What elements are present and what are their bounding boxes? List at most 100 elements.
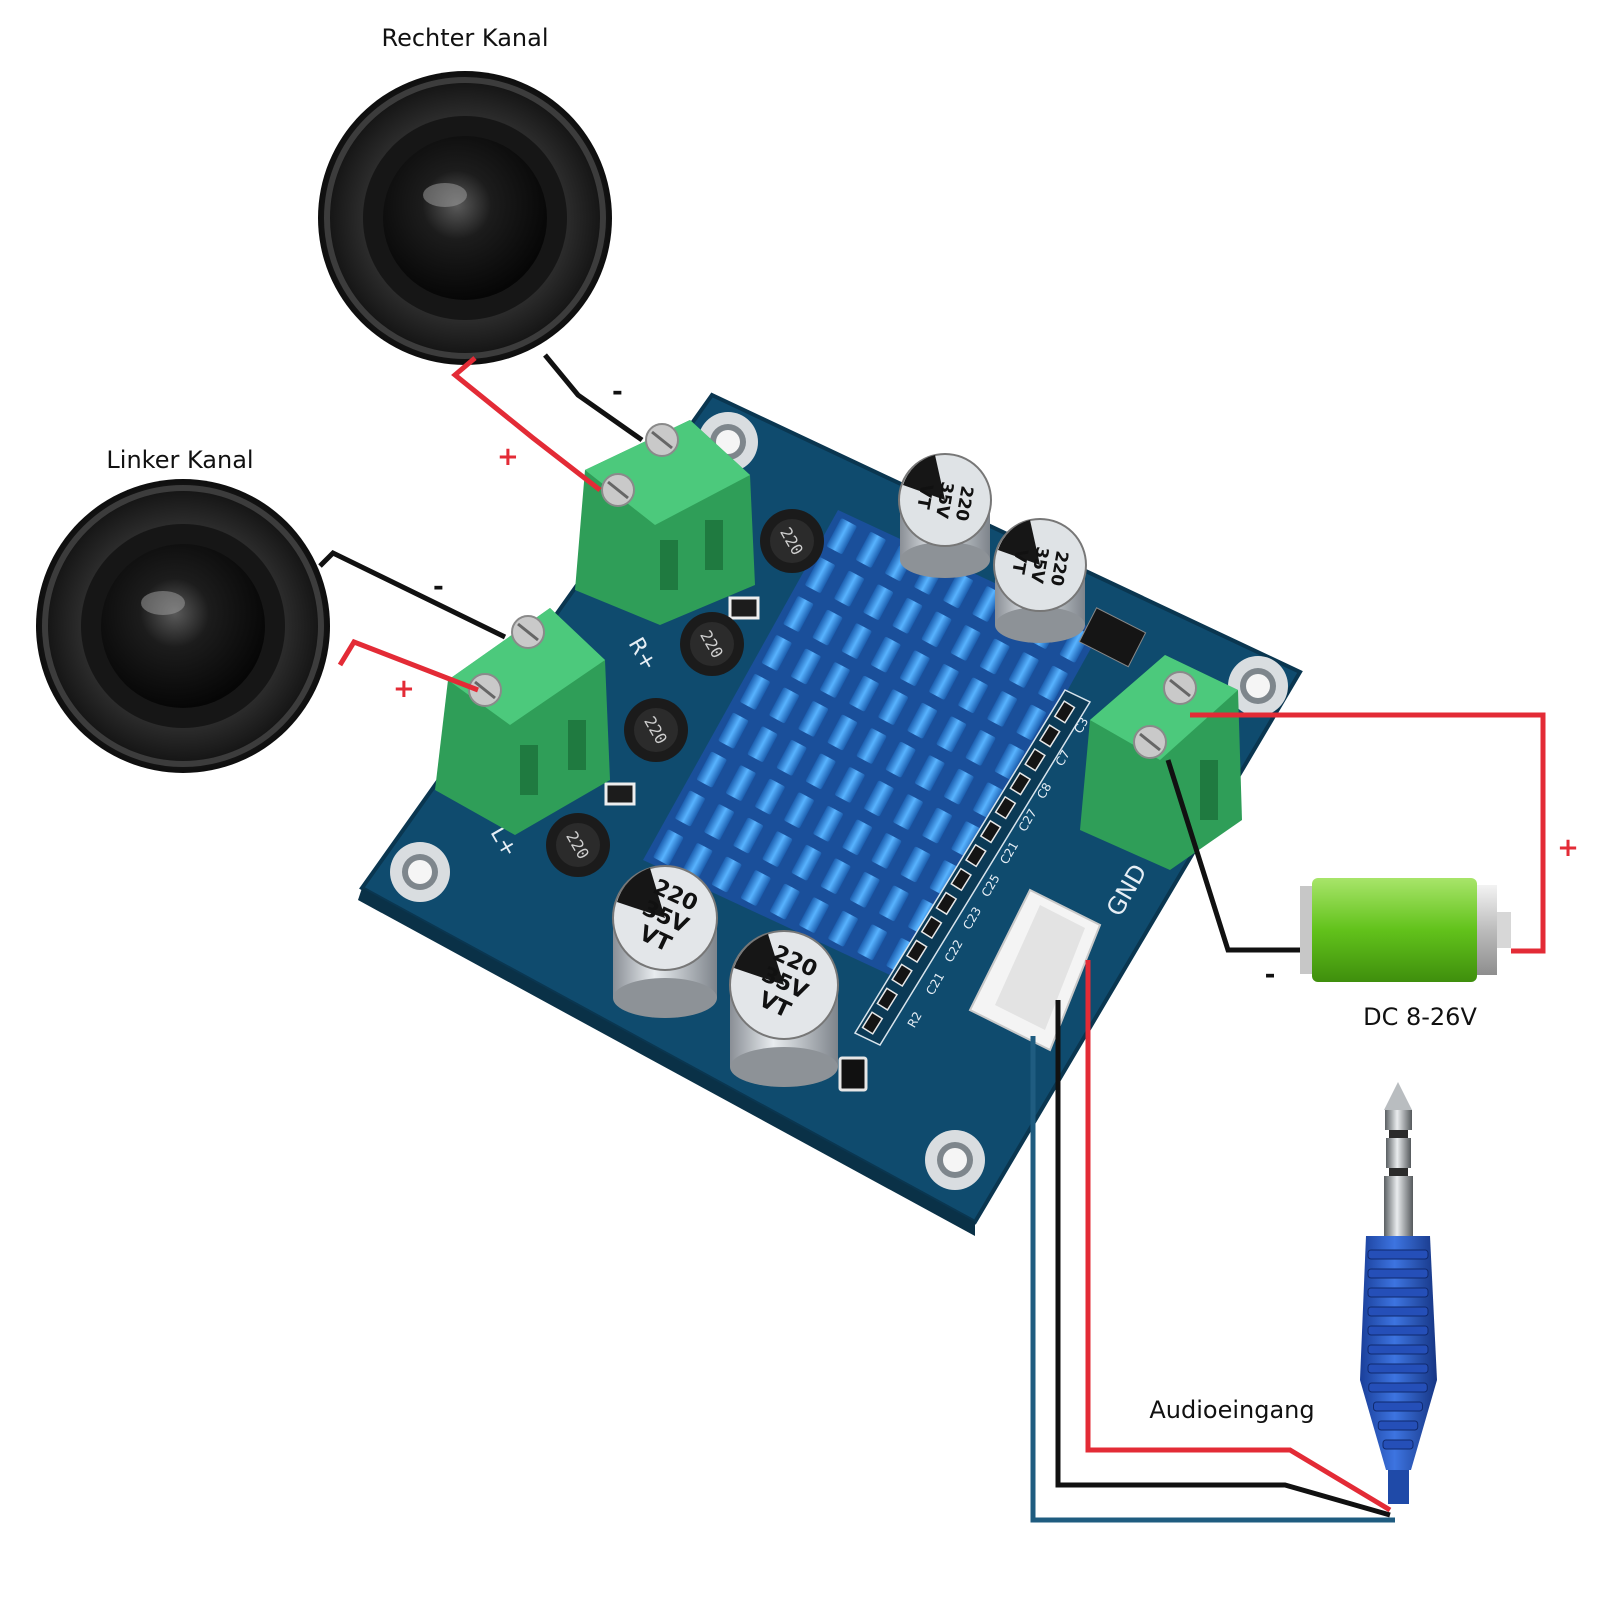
- pcb-edge: [358, 888, 975, 1236]
- jack-grip-rib: [1373, 1401, 1423, 1412]
- heatsink-fin: [863, 584, 894, 620]
- right-speaker: [318, 71, 612, 365]
- heatsink-fin: [849, 675, 879, 712]
- heatsink-fin: [783, 596, 814, 632]
- heatsink-fin: [943, 572, 973, 609]
- heatsink-fin: [908, 899, 938, 935]
- wires: [318, 353, 1546, 1523]
- audio-plus-wire: [1085, 960, 1392, 1513]
- heatsink-fin: [827, 714, 858, 751]
- smd-component: [994, 795, 1017, 820]
- heatsink-fin: [740, 870, 771, 906]
- svg-text:VT: VT: [912, 482, 936, 510]
- power-label: DC 8-26V: [1363, 1003, 1477, 1031]
- smd-component: [950, 867, 972, 892]
- audio-signal-wire: [1030, 1036, 1395, 1523]
- power-plus-wire: [1190, 712, 1546, 954]
- heatsink-fin: [711, 856, 742, 893]
- heatsink-fin: [755, 779, 785, 815]
- inductor: 220: [546, 813, 610, 877]
- power-terminal: [1080, 655, 1242, 870]
- heatsink-fin: [761, 635, 792, 671]
- heatsink-fin: [704, 804, 734, 840]
- smd-component: [905, 939, 928, 964]
- left-speaker-plus-wire: [337, 638, 479, 693]
- smd-diode: [728, 596, 760, 620]
- heatsink-fin: [820, 662, 850, 698]
- heatsink-fin: [857, 924, 887, 960]
- heatsink-fin: [718, 713, 749, 749]
- heatsink-fin: [762, 831, 793, 867]
- heatsink-fin: [791, 845, 822, 881]
- heatsink-fin: [834, 571, 864, 607]
- right-channel-label: Rechter Kanal: [381, 24, 548, 52]
- capacitor: 220 35V VT: [729, 930, 839, 1087]
- jack-grip-rib: [1367, 1344, 1429, 1355]
- speaker-icon: [318, 71, 612, 365]
- heatsink-fin: [826, 518, 857, 554]
- inductor: 220: [680, 612, 744, 676]
- heatsink-fin: [784, 792, 814, 828]
- jack-grip-rib: [1367, 1325, 1429, 1336]
- heatsink-fin: [776, 740, 807, 776]
- left-plus-sign: +: [393, 674, 415, 704]
- mount-hole: [390, 842, 450, 902]
- heatsink-fin: [805, 557, 835, 593]
- mount-hole: [1228, 656, 1288, 716]
- right-minus-sign: -: [612, 377, 623, 407]
- heatsink-fin: [740, 674, 770, 710]
- heatsink-fin: [798, 701, 829, 737]
- heatsink-fin: [907, 703, 938, 739]
- heatsink-fin: [951, 821, 982, 857]
- left-minus-sign: -: [433, 572, 444, 602]
- smd-label: C8: [1034, 780, 1054, 801]
- smd-label: R2: [905, 1009, 925, 1030]
- speaker-icon: [36, 479, 330, 773]
- heatsink-fin: [892, 598, 923, 634]
- heatsink-fin: [900, 846, 931, 883]
- heatsink-fin: [675, 790, 705, 827]
- power-minus-wire: [1165, 759, 1300, 953]
- heatsink-fin: [696, 751, 727, 788]
- heatsink-fin: [812, 609, 843, 646]
- smd-component: [935, 891, 958, 916]
- smd-component: [876, 987, 899, 1011]
- heatsink-fin: [885, 741, 916, 778]
- heatsink-fin: [820, 858, 851, 894]
- battery-icon: [1300, 878, 1511, 982]
- right-speaker-terminal: [575, 420, 755, 625]
- right-speaker-plus-wire: [451, 356, 602, 492]
- heatsink-fin: [747, 726, 778, 762]
- heatsink-fin: [870, 637, 901, 673]
- heatsink-fin: [835, 767, 865, 803]
- capacitor: 220 35V VT: [993, 518, 1087, 643]
- right-plus-sign: +: [497, 442, 519, 472]
- jack-grip-rib: [1367, 1268, 1429, 1279]
- ic-chip: [1078, 607, 1147, 668]
- heatsink-fin: [769, 687, 799, 723]
- capacitor: 220 35V VT: [898, 453, 992, 578]
- power-supply: [1300, 878, 1511, 982]
- heatsink-fin: [929, 860, 960, 896]
- heatsink-fin: [921, 611, 952, 647]
- heatsink-fin: [1016, 704, 1047, 741]
- audio-input-connector: [968, 888, 1102, 1052]
- smd-component: [861, 1011, 884, 1035]
- smd-label: C7: [1053, 748, 1073, 769]
- heatsink-fin: [682, 843, 713, 879]
- heatsink-fin: [871, 833, 902, 869]
- heatsink-fin: [979, 638, 1010, 675]
- left-speaker: [36, 479, 330, 773]
- audio-jack-icon: [1360, 1082, 1437, 1504]
- smd-component: [979, 819, 1002, 844]
- heatsink-fin: [893, 794, 923, 830]
- heatsink-fin: [864, 780, 894, 817]
- smd-component: [1053, 700, 1076, 724]
- left-speaker-terminal: [435, 608, 610, 835]
- heatsink-fin: [726, 765, 756, 801]
- heatsink-fin: [958, 677, 988, 713]
- heatsink-fin: [944, 769, 974, 805]
- jack-grip-rib: [1368, 1382, 1428, 1393]
- jack-grip-rib: [1367, 1306, 1429, 1317]
- jack-grip-rib: [1367, 1249, 1429, 1260]
